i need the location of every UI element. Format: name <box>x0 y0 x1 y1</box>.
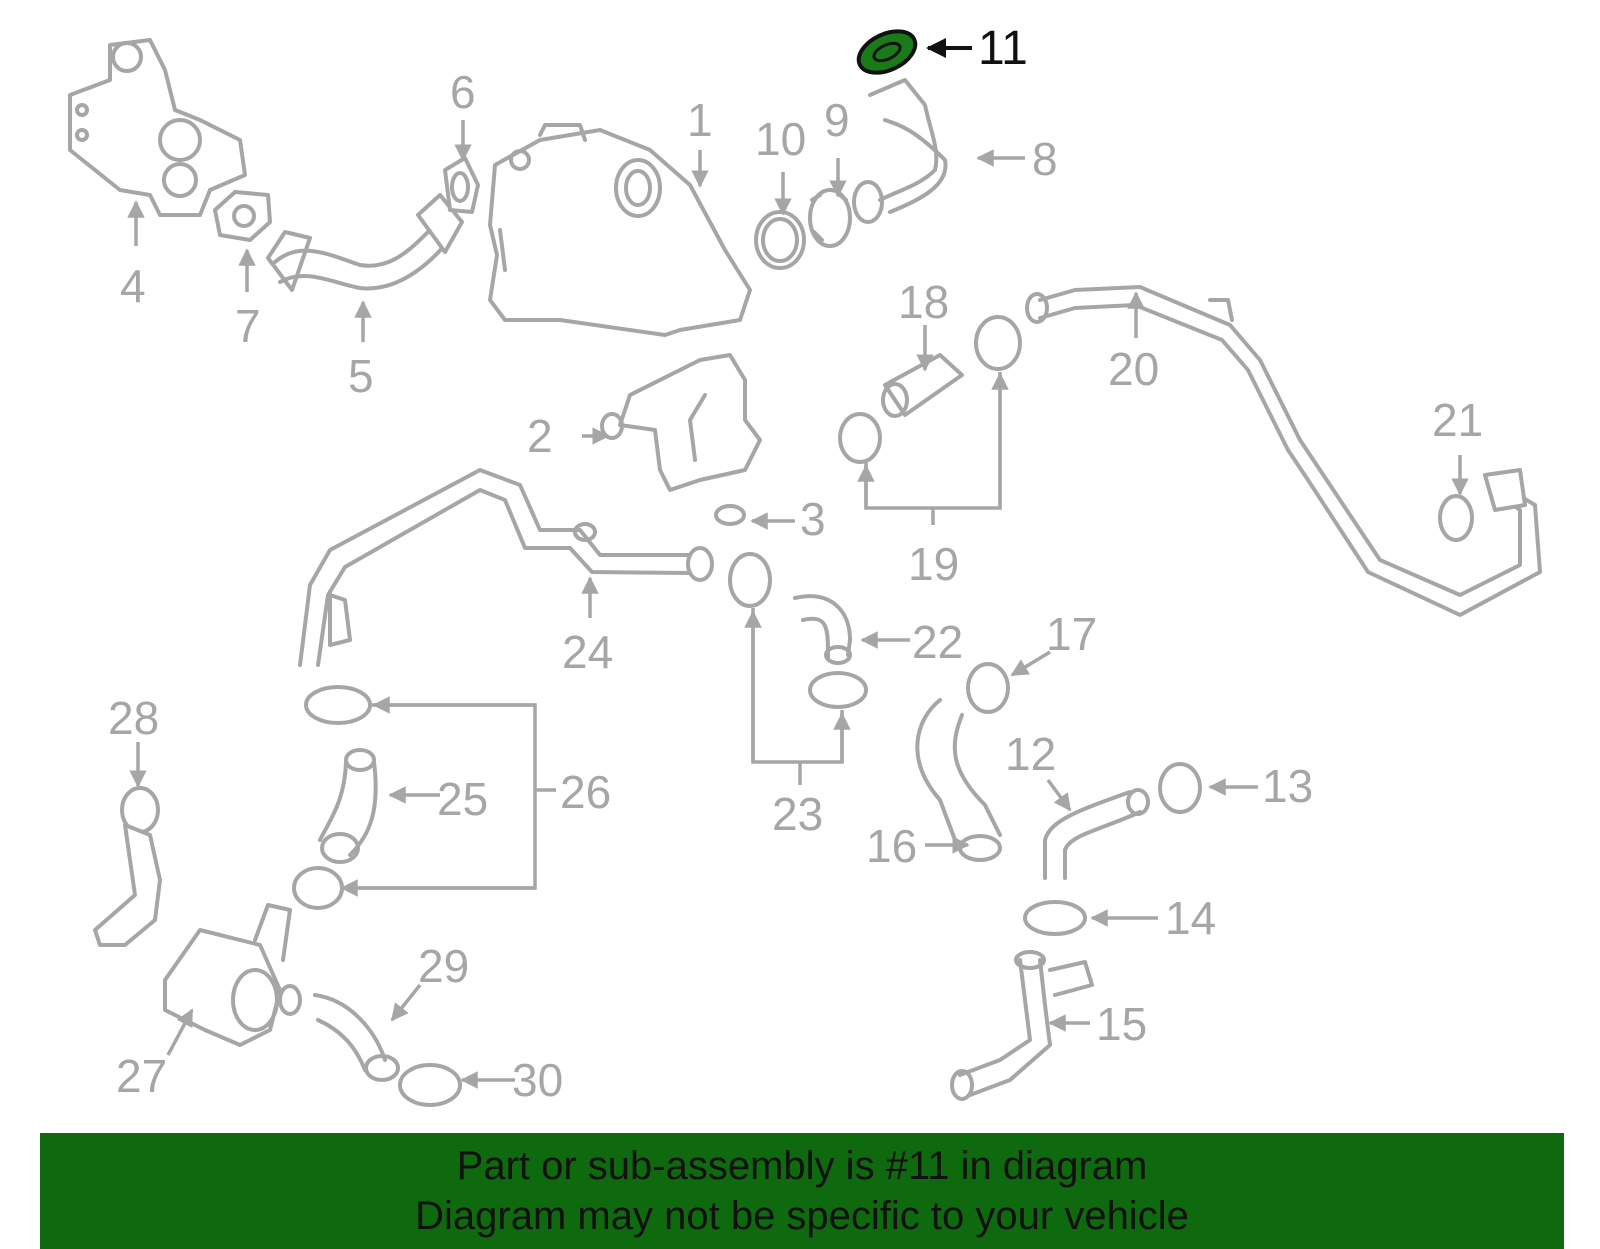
callout-26: 26 <box>560 766 611 818</box>
part-19-clamps <box>838 315 1022 464</box>
callout-2: 2 <box>527 410 553 462</box>
callout-29: 29 <box>418 940 469 992</box>
part-7-gasket <box>213 190 272 242</box>
footer-line-2: Diagram may not be specific to your vehi… <box>415 1194 1189 1238</box>
part-4-egr-valve <box>68 38 247 217</box>
part-15-connector <box>950 950 1094 1101</box>
callout-27: 27 <box>116 1050 167 1102</box>
callout-23: 23 <box>772 788 823 840</box>
part-26-clamps <box>292 685 372 910</box>
callout-4: 4 <box>120 260 146 312</box>
footer-line-1: Part or sub-assembly is #11 in diagram <box>456 1144 1148 1188</box>
part-6-gasket <box>443 156 480 214</box>
part-14-clamp <box>1023 900 1087 936</box>
callout-25: 25 <box>437 773 488 825</box>
callout-13: 13 <box>1262 760 1313 812</box>
part-10-clamp <box>754 210 806 270</box>
callout-10: 10 <box>755 113 806 165</box>
callout-19: 19 <box>908 538 959 590</box>
callout-16: 16 <box>866 820 917 872</box>
part-29-hose <box>313 993 400 1082</box>
callout-7: 7 <box>235 300 261 352</box>
callout-3: 3 <box>800 493 826 545</box>
callout-11-highlighted: 11 <box>978 22 1028 75</box>
part-22-hose <box>793 594 852 665</box>
leader-lines <box>127 38 1469 1089</box>
part-13-clamp <box>1158 762 1202 814</box>
part-5-egr-pipe <box>266 193 464 292</box>
part-11-gasket-highlighted <box>856 29 918 75</box>
callout-8: 8 <box>1032 133 1058 185</box>
part-20-pipe <box>1025 285 1542 617</box>
callout-20: 20 <box>1108 343 1159 395</box>
callout-24: 24 <box>562 626 613 678</box>
callout-17: 17 <box>1046 608 1097 660</box>
part-16-hose <box>915 698 1002 862</box>
callout-14: 14 <box>1165 892 1216 944</box>
part-23-clamps <box>728 552 868 709</box>
callout-22: 22 <box>912 616 963 668</box>
callout-18: 18 <box>898 276 949 328</box>
part-8-hose <box>852 78 948 224</box>
callout-6: 6 <box>450 66 476 118</box>
callout-28: 28 <box>108 692 159 744</box>
callout-9: 9 <box>824 94 850 146</box>
callout-5: 5 <box>348 350 374 402</box>
part-24-pipe <box>298 468 714 667</box>
callout-12: 12 <box>1005 728 1056 780</box>
part-18-hose <box>881 353 964 418</box>
part-28-bracket <box>93 786 162 947</box>
part-21-seal <box>1438 494 1474 542</box>
callout-15: 15 <box>1096 998 1147 1050</box>
part-12-hose <box>1043 788 1150 880</box>
part-1-egr-cooler <box>488 123 752 337</box>
part-30-clamp <box>398 1063 462 1107</box>
callout-21: 21 <box>1432 394 1483 446</box>
part-25-hose <box>318 748 378 864</box>
callout-30: 30 <box>512 1054 563 1106</box>
footer-banner: Part or sub-assembly is #11 in diagram D… <box>40 1133 1564 1249</box>
callout-labels: 1 2 3 4 5 6 7 8 9 10 11 12 13 14 15 16 1… <box>108 22 1483 1106</box>
part-3-oring <box>714 504 746 526</box>
part-9-collar <box>808 188 852 248</box>
callout-1: 1 <box>687 94 713 146</box>
part-2-bracket <box>600 353 762 492</box>
part-17-clamp <box>966 662 1010 714</box>
